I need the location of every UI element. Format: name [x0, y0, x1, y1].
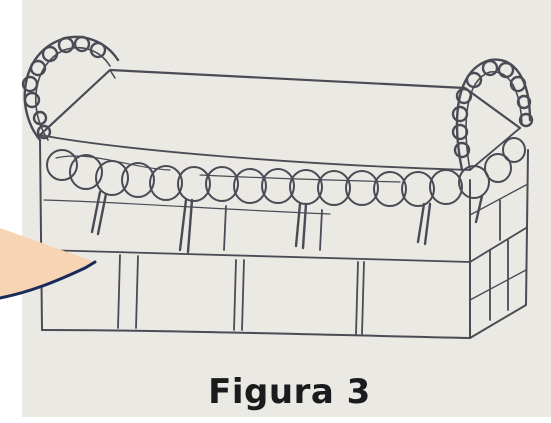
basket-slats [118, 200, 508, 334]
basket-rim [40, 70, 520, 170]
figure-caption: Figura 3 [0, 372, 551, 412]
coil-rim [47, 138, 525, 206]
pointer-arrow [0, 228, 95, 298]
page-edge [0, 417, 551, 423]
left-handle [23, 37, 118, 140]
right-handle [453, 60, 532, 170]
